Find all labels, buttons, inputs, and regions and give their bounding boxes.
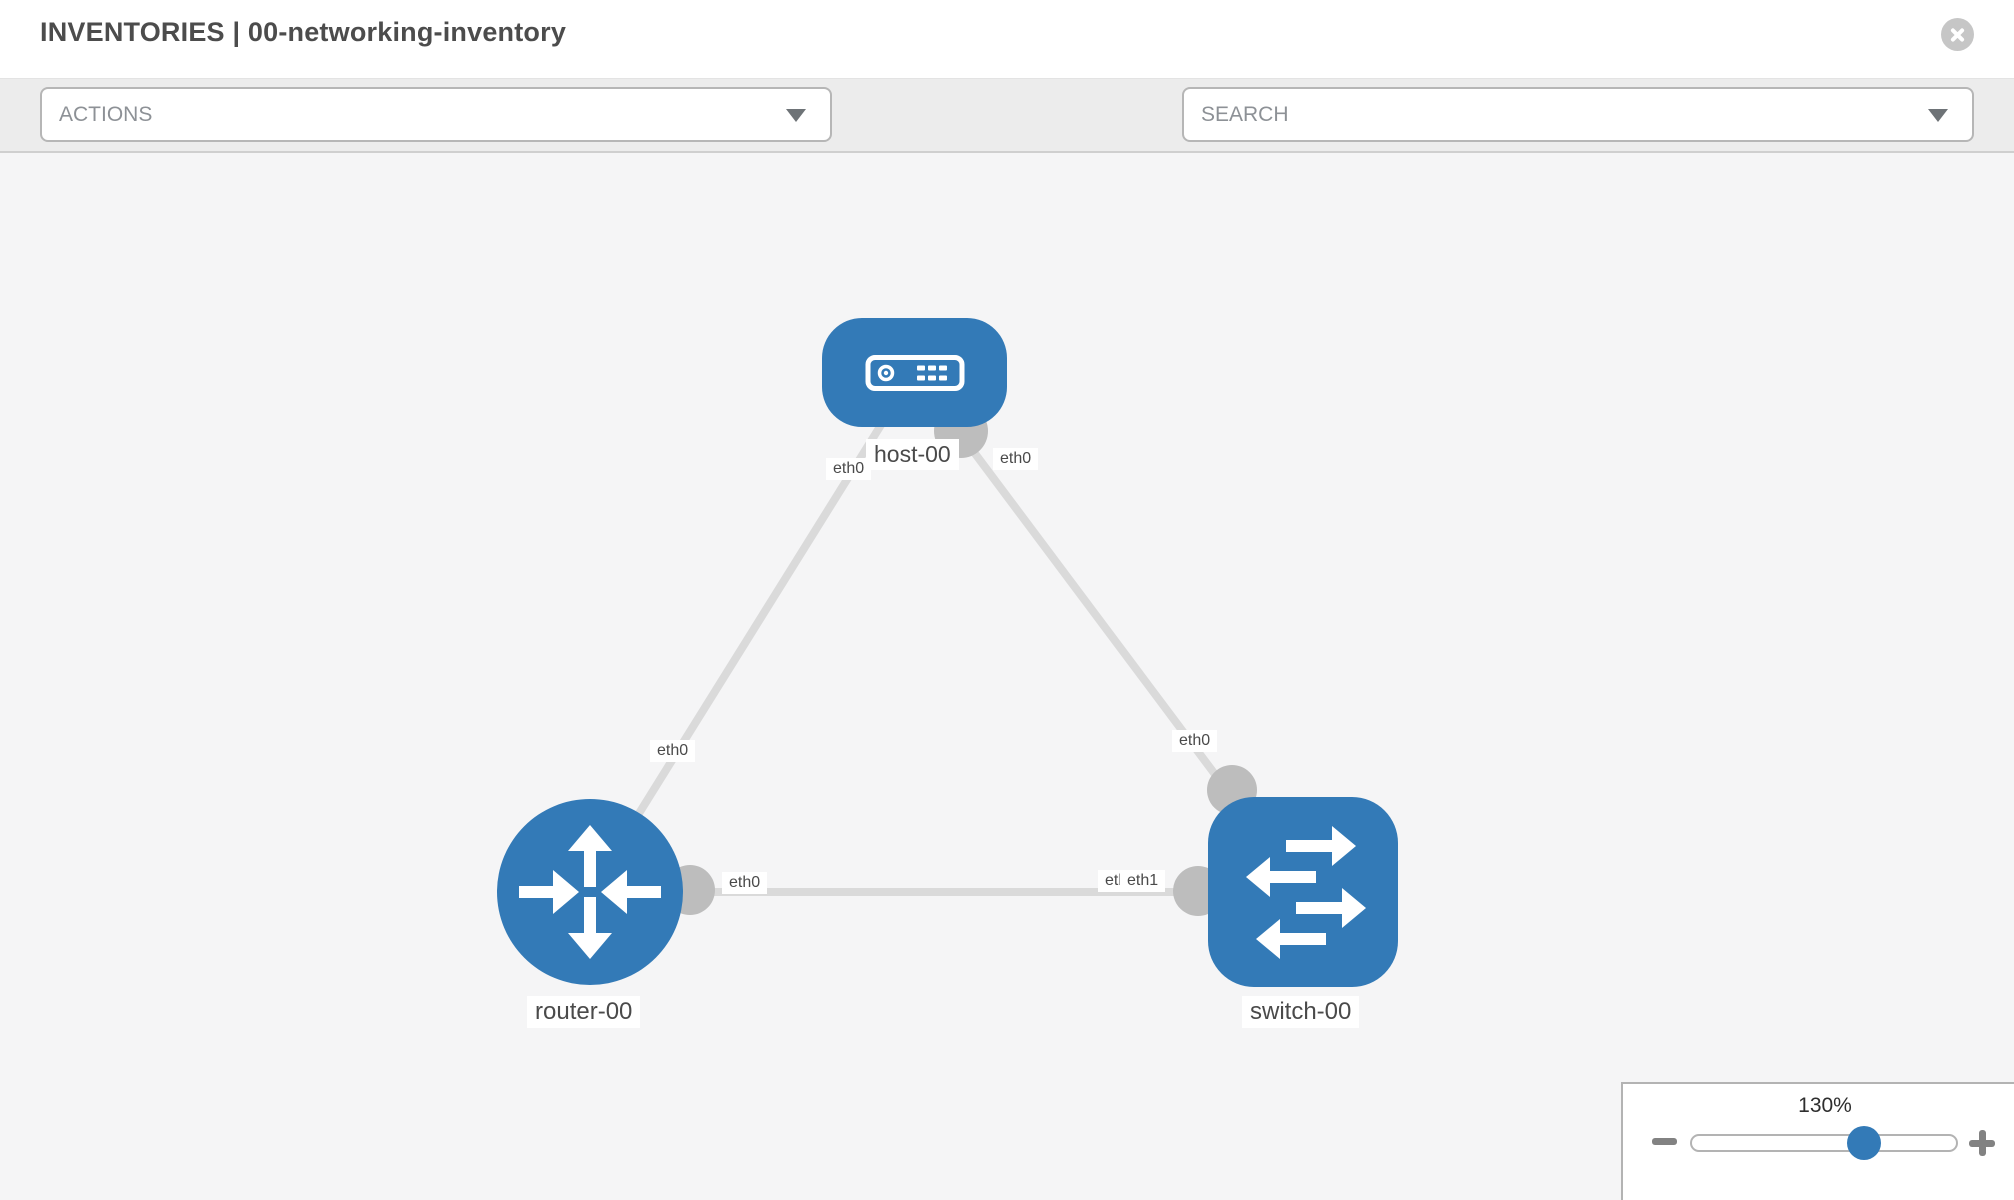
interface-connectors — [665, 404, 1257, 916]
zoom-out-button[interactable] — [1652, 1138, 1677, 1145]
zoom-slider-thumb[interactable] — [1847, 1126, 1881, 1160]
search-dropdown-value: SEARCH — [1201, 103, 1289, 126]
zoom-slider-track[interactable] — [1690, 1134, 1958, 1152]
interface-label: eth0 — [1172, 730, 1218, 752]
node-switch-00[interactable] — [1208, 797, 1398, 987]
node-host-00[interactable] — [822, 318, 1007, 427]
host-icon — [865, 354, 964, 391]
interface-label: eth1 — [1120, 870, 1166, 892]
node-router-00[interactable] — [497, 799, 683, 985]
zoom-level: 130% — [1798, 1094, 1852, 1117]
switch-icon — [1246, 826, 1366, 959]
search-dropdown[interactable]: SEARCH — [1182, 87, 1974, 142]
page-title: INVENTORIES | 00-networking-inventory — [40, 17, 567, 47]
zoom-in-button[interactable] — [1969, 1130, 1995, 1156]
header: INVENTORIES | 00-networking-inventory — [0, 0, 2014, 78]
close-button[interactable] — [1941, 18, 1974, 51]
chevron-down-icon — [1928, 109, 1948, 122]
interface-label: eth0 — [650, 740, 696, 762]
chevron-down-icon — [786, 109, 806, 122]
topology-canvas[interactable]: eth0 host-00 eth0 eth0 eth0 eth0 eth0 et… — [0, 153, 2014, 1200]
actions-dropdown[interactable]: ACTIONS — [40, 87, 832, 142]
topology-edges — [586, 369, 1307, 916]
router-icon — [519, 825, 661, 959]
node-label-router-00: router-00 — [527, 996, 641, 1028]
interface-label: eth0 — [722, 872, 768, 894]
node-label-switch-00: switch-00 — [1242, 996, 1360, 1028]
node-label-host-00: host-00 — [866, 439, 959, 470]
actions-dropdown-value: ACTIONS — [59, 103, 153, 126]
interface-label: eth0 — [826, 458, 872, 480]
zoom-control-panel: 130% — [1621, 1082, 2014, 1200]
toolbar: ACTIONS SEARCH — [0, 78, 2014, 211]
interface-label: eth0 — [993, 448, 1039, 470]
